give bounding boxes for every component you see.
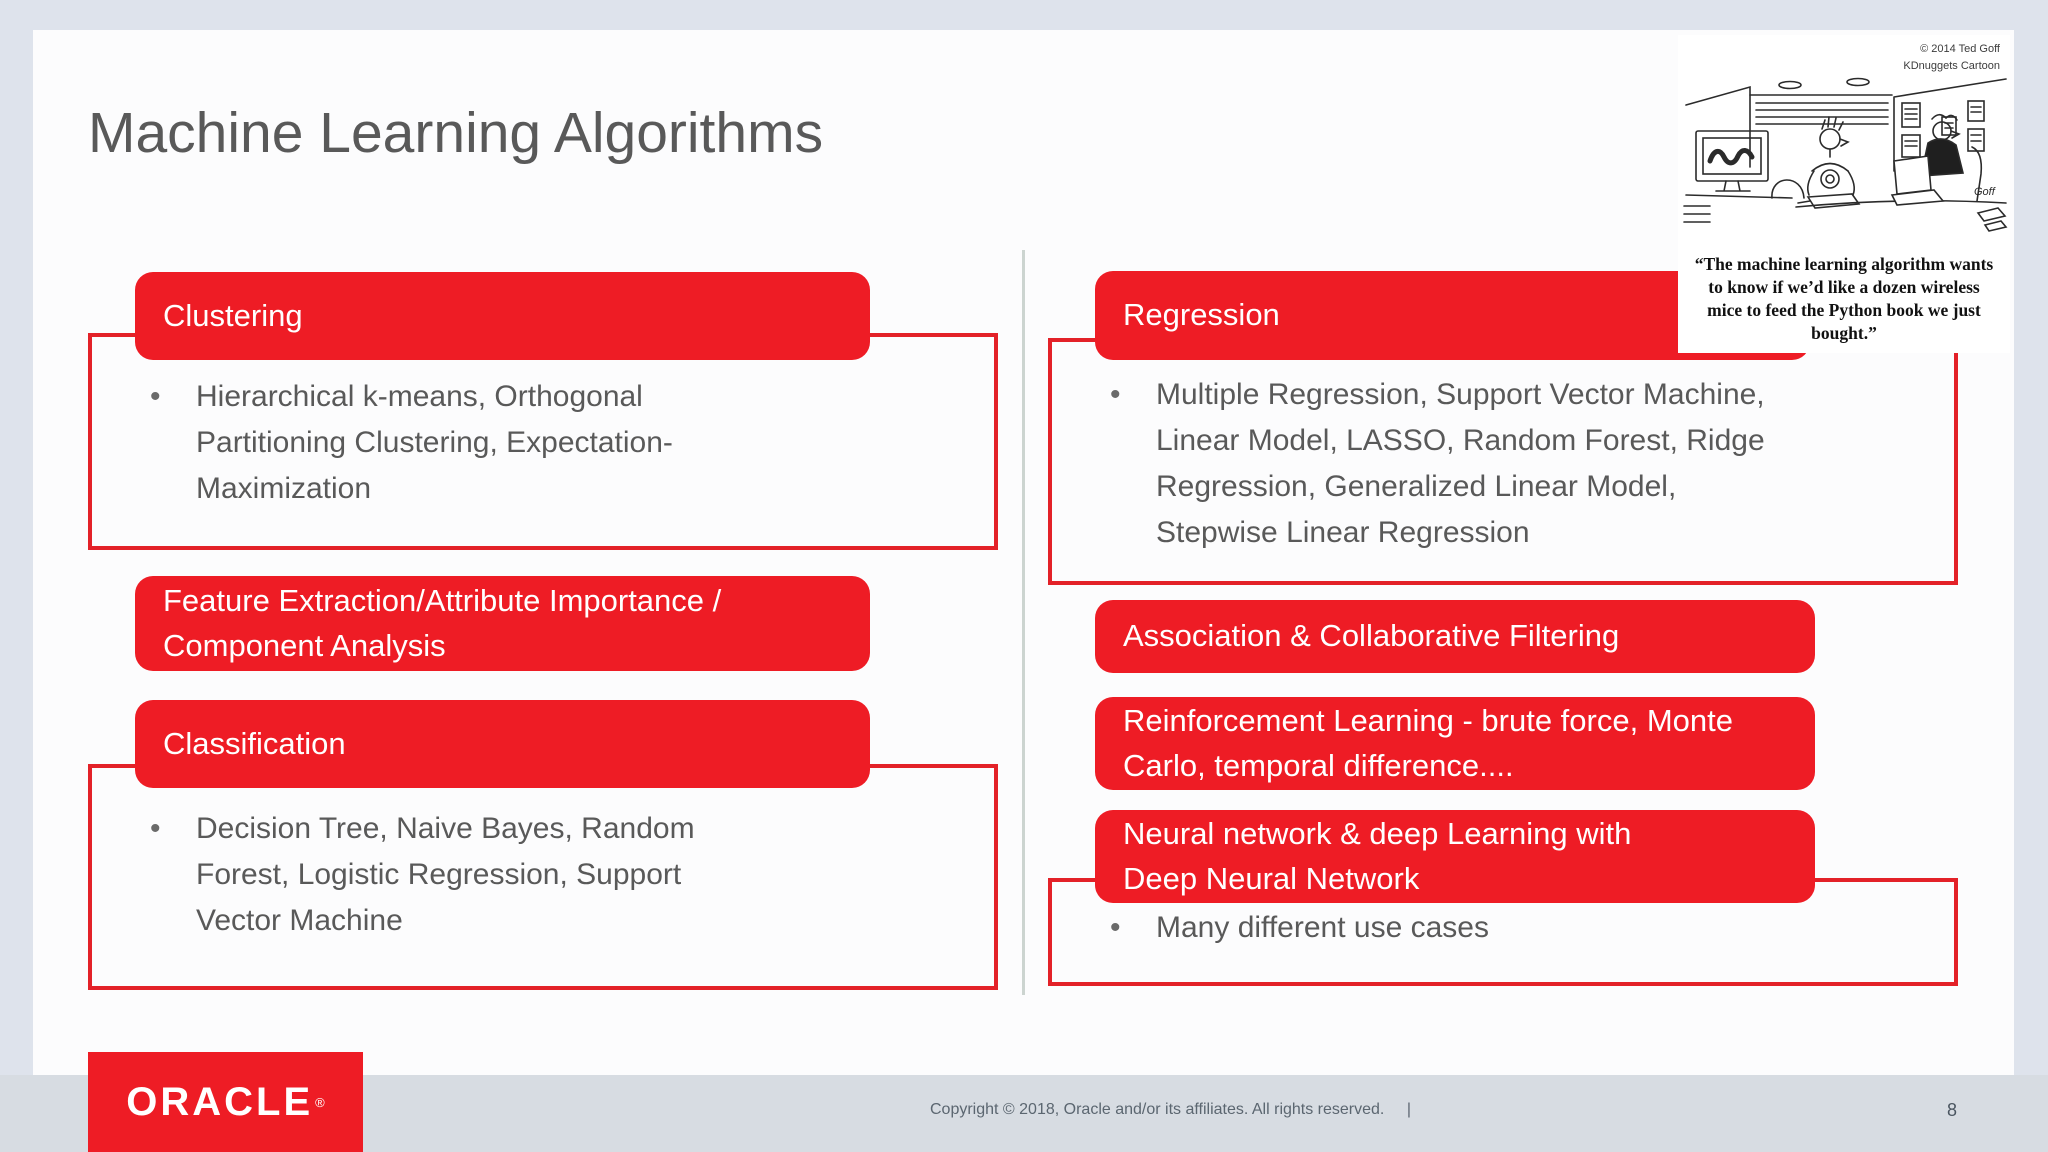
neural-bullet-text: Many different use cases — [1156, 911, 1489, 944]
cartoon-credit-line2: KDnuggets Cartoon — [1903, 60, 2000, 73]
copyright-separator: | — [1406, 1101, 1411, 1118]
bullet-dot-icon — [150, 374, 196, 512]
association-header-label: Association & Collaborative Filtering — [1123, 618, 1620, 654]
bullet-dot-icon — [1110, 372, 1156, 556]
list-item: Multiple Regression, Support Vector Mach… — [1110, 372, 1810, 556]
neural-bullet-block: Many different use cases — [1110, 905, 1810, 951]
copyright-line: Copyright © 2018, Oracle and/or its affi… — [930, 1101, 1411, 1119]
regression-header-label: Regression — [1123, 297, 1280, 333]
slide-title: Machine Learning Algorithms — [88, 101, 824, 165]
clustering-header: Clustering — [135, 272, 870, 360]
list-item: Many different use cases — [1110, 905, 1810, 951]
column-divider — [1022, 250, 1025, 995]
list-item: Decision Tree, Naive Bayes, Random Fores… — [150, 806, 770, 944]
feature-extraction-header-label: Feature Extraction/Attribute Importance … — [163, 583, 722, 663]
classification-bullet-text: Decision Tree, Naive Bayes, Random Fores… — [196, 812, 695, 937]
oracle-logo-registered-mark: ® — [315, 1094, 325, 1110]
cartoon-illustration: Goff — [1683, 77, 2008, 232]
copyright-text: Copyright © 2018, Oracle and/or its affi… — [930, 1101, 1385, 1118]
association-header: Association & Collaborative Filtering — [1095, 600, 1815, 673]
cartoon-credits: © 2014 Ted Goff KDnuggets Cartoon — [1903, 41, 2000, 75]
neural-header: Neural network & deep Learning with Deep… — [1095, 810, 1815, 903]
classification-header: Classification — [135, 700, 870, 788]
oracle-logo-label: ORACLE — [126, 1079, 314, 1124]
page-number: 8 — [1947, 1100, 1958, 1120]
classification-header-label: Classification — [163, 725, 346, 761]
classification-bullet-block: Decision Tree, Naive Bayes, Random Fores… — [150, 806, 770, 944]
bullet-dot-icon — [150, 806, 196, 944]
clustering-bullet-block: Hierarchical k-means, Orthogonal Partiti… — [150, 374, 770, 512]
feature-extraction-header: Feature Extraction/Attribute Importance … — [135, 576, 870, 671]
neural-header-label: Neural network & deep Learning with Deep… — [1123, 816, 1632, 896]
cartoon-credit-line1: © 2014 Ted Goff — [1920, 43, 2000, 55]
cartoon-caption: “The machine learning algorithm wants to… — [1694, 254, 1994, 344]
cartoon-signature: Goff — [1974, 186, 1996, 198]
regression-bullet-text: Multiple Regression, Support Vector Mach… — [1156, 378, 1765, 549]
bullet-dot-icon — [1110, 905, 1156, 951]
reinforcement-header-label: Reinforcement Learning - brute force, Mo… — [1123, 703, 1733, 783]
clustering-outline-box — [88, 333, 998, 550]
clustering-bullet-text: Hierarchical k-means, Orthogonal Partiti… — [196, 380, 673, 505]
cartoon-panel: © 2014 Ted Goff KDnuggets Cartoon — [1678, 35, 2010, 353]
oracle-logo: ORACLE ® — [88, 1052, 363, 1152]
reinforcement-header: Reinforcement Learning - brute force, Mo… — [1095, 697, 1815, 790]
regression-bullet-block: Multiple Regression, Support Vector Mach… — [1110, 372, 1810, 556]
regression-outline-box — [1048, 338, 1958, 585]
list-item: Hierarchical k-means, Orthogonal Partiti… — [150, 374, 770, 512]
clustering-header-label: Clustering — [163, 297, 303, 333]
